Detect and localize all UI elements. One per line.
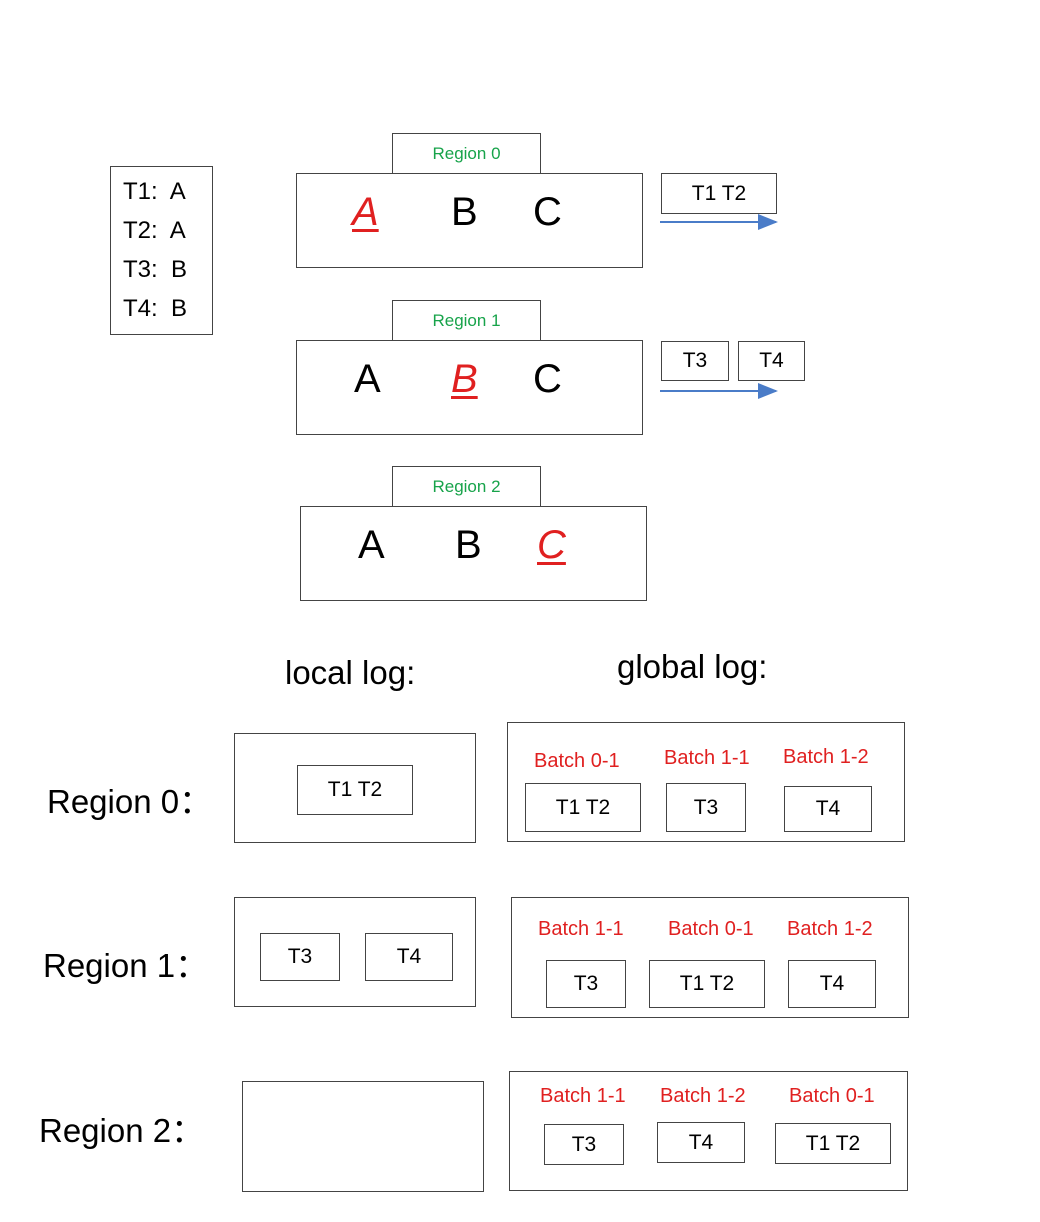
legend-line: T3: B bbox=[123, 256, 188, 283]
batch-label: Batch 1-2 bbox=[660, 1085, 746, 1107]
legend-line: T2: A bbox=[123, 217, 186, 244]
incoming-txn: T3 bbox=[661, 341, 729, 381]
local-log-entry: T4 bbox=[365, 933, 453, 981]
key-c: C bbox=[533, 357, 562, 401]
region-1-keys: A B C bbox=[296, 340, 643, 435]
incoming-txn: T4 bbox=[738, 341, 805, 381]
key-c: C bbox=[533, 190, 562, 234]
region-tag: Region 0 bbox=[392, 133, 541, 174]
key-a: A bbox=[352, 190, 379, 234]
legend-line: T1: A bbox=[123, 178, 186, 205]
global-log-entry: T3 bbox=[546, 960, 626, 1008]
global-log-entry: T4 bbox=[788, 960, 876, 1008]
global-log-box: Batch 1-1 Batch 1-2 Batch 0-1 T3 T4 T1 T… bbox=[509, 1071, 908, 1191]
batch-label: Batch 1-2 bbox=[787, 918, 873, 940]
incoming-txn: T1 T2 bbox=[661, 173, 777, 214]
region-2-keys: A B C bbox=[300, 506, 647, 601]
key-c: C bbox=[537, 523, 566, 567]
log-region-label: Region 1： bbox=[43, 947, 209, 984]
global-log-header: global log: bbox=[617, 648, 768, 685]
global-log-box: Batch 0-1 Batch 1-1 Batch 1-2 T1 T2 T3 T… bbox=[507, 722, 905, 842]
global-log-entry: T1 T2 bbox=[525, 783, 641, 832]
global-log-entry: T3 bbox=[544, 1124, 624, 1165]
batch-label: Batch 1-1 bbox=[664, 747, 750, 769]
key-a: A bbox=[358, 523, 385, 567]
global-log-entry: T4 bbox=[784, 786, 872, 832]
key-b: B bbox=[451, 190, 478, 234]
local-log-box: T1 T2 bbox=[234, 733, 476, 843]
region-0-keys: A B C bbox=[296, 173, 643, 268]
log-region-label: Region 2： bbox=[39, 1112, 205, 1149]
key-b: B bbox=[451, 357, 478, 401]
key-b: B bbox=[455, 523, 482, 567]
batch-label: Batch 0-1 bbox=[789, 1085, 875, 1107]
global-log-entry: T3 bbox=[666, 783, 746, 832]
batch-label: Batch 1-2 bbox=[783, 746, 869, 768]
batch-label: Batch 0-1 bbox=[668, 918, 754, 940]
legend-line: T4: B bbox=[123, 295, 188, 322]
local-log-box bbox=[242, 1081, 484, 1192]
key-a: A bbox=[354, 357, 381, 401]
batch-label: Batch 1-1 bbox=[540, 1085, 626, 1107]
global-log-entry: T1 T2 bbox=[775, 1123, 891, 1164]
global-log-entry: T1 T2 bbox=[649, 960, 765, 1008]
transaction-legend: T1: A T2: A T3: B T4: B bbox=[110, 166, 213, 335]
global-log-entry: T4 bbox=[657, 1122, 745, 1163]
log-region-label: Region 0： bbox=[47, 783, 213, 820]
local-log-header: local log: bbox=[285, 654, 416, 691]
global-log-box: Batch 1-1 Batch 0-1 Batch 1-2 T3 T1 T2 T… bbox=[511, 897, 909, 1018]
local-log-box: T3 T4 bbox=[234, 897, 476, 1007]
local-log-entry: T1 T2 bbox=[297, 765, 413, 815]
local-log-entry: T3 bbox=[260, 933, 340, 981]
batch-label: Batch 0-1 bbox=[534, 750, 620, 772]
batch-label: Batch 1-1 bbox=[538, 918, 624, 940]
